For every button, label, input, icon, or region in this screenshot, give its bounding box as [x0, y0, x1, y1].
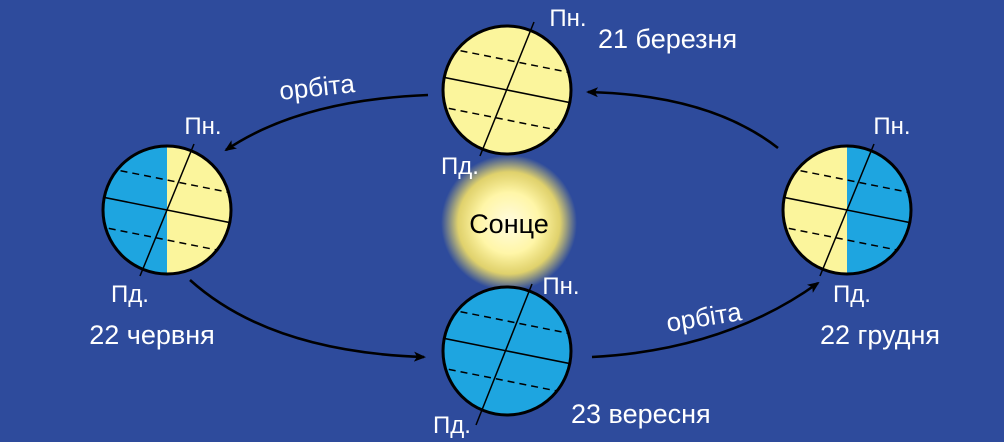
earth-september-equator	[443, 336, 571, 366]
earth-september-south-label: Пд.	[433, 412, 471, 439]
earth-september-north-label: Пн.	[542, 273, 579, 300]
earth-march-south-label: Пд.	[441, 153, 479, 180]
earth-september-axis	[475, 283, 533, 426]
arrow-december-to-march	[586, 87, 779, 150]
earth-december-outline	[781, 144, 913, 276]
earth-december-south-label: Пд.	[833, 281, 871, 308]
earth-march-axis	[479, 21, 535, 157]
earth-march-north-label: Пн.	[549, 5, 586, 32]
earth-march: Пн. Пд. 21 березня	[441, 5, 737, 180]
earth-september: Пн. Пд. 23 вересня	[433, 273, 711, 439]
earth-december-north-label: Пн.	[873, 113, 910, 140]
earth-december-axis	[819, 143, 875, 277]
sun-label: Сонце	[469, 209, 549, 239]
sun: Сонце	[441, 155, 577, 291]
earth-june-date: 22 червня	[89, 320, 215, 350]
sun-glow	[441, 155, 577, 291]
earth-december-date: 22 грудня	[820, 320, 940, 350]
earth-june-north-label: Пн.	[184, 113, 221, 140]
earth-june-south-label: Пд.	[111, 281, 149, 308]
earth-march-outline	[441, 24, 573, 156]
arrow-march-to-june	[224, 93, 429, 152]
earth-september-outline	[441, 285, 573, 417]
earth-june-outline	[101, 144, 233, 276]
earth-march-date: 21 березня	[598, 24, 737, 54]
earth-june-axis	[139, 143, 195, 277]
orbit-arrows	[189, 87, 820, 362]
earth-december: Пн. Пд. 22 грудня	[781, 113, 940, 350]
earth-september-date: 23 вересня	[571, 399, 711, 429]
arrow-september-to-december	[591, 281, 820, 359]
arrow-june-to-september	[189, 279, 426, 362]
